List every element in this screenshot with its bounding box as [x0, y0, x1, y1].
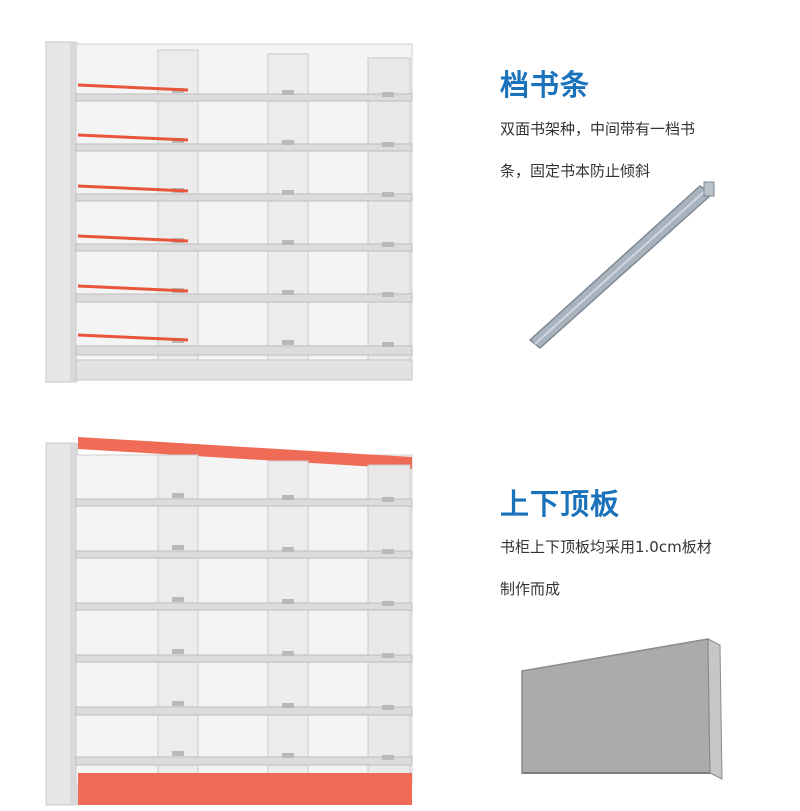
feature-section-top-bottom-plates: 上下顶板 书柜上下顶板均采用1.0cm板材 制作而成	[0, 405, 800, 811]
feature-section-book-stop: 档书条 双面书架种，中间带有一档书 条，固定书本防止倾斜	[0, 0, 800, 405]
section-description: 双面书架种，中间带有一档书 条，固定书本防止倾斜	[500, 108, 755, 192]
section-title: 上下顶板	[500, 487, 621, 521]
top-plate-part-image	[521, 638, 723, 780]
section-description: 书柜上下顶板均采用1.0cm板材 制作而成	[500, 526, 790, 610]
book-stop-bar-part-image	[528, 181, 715, 349]
bookshelf-with-stop-bars-image	[45, 41, 413, 383]
description-line: 条，固定书本防止倾斜	[500, 162, 651, 180]
section-title: 档书条	[500, 68, 591, 102]
description-line: 制作而成	[500, 580, 561, 598]
bookshelf-with-top-bottom-plates-image	[45, 437, 413, 806]
description-line: 书柜上下顶板均采用1.0cm板材	[500, 538, 712, 556]
description-line: 双面书架种，中间带有一档书	[500, 120, 696, 138]
